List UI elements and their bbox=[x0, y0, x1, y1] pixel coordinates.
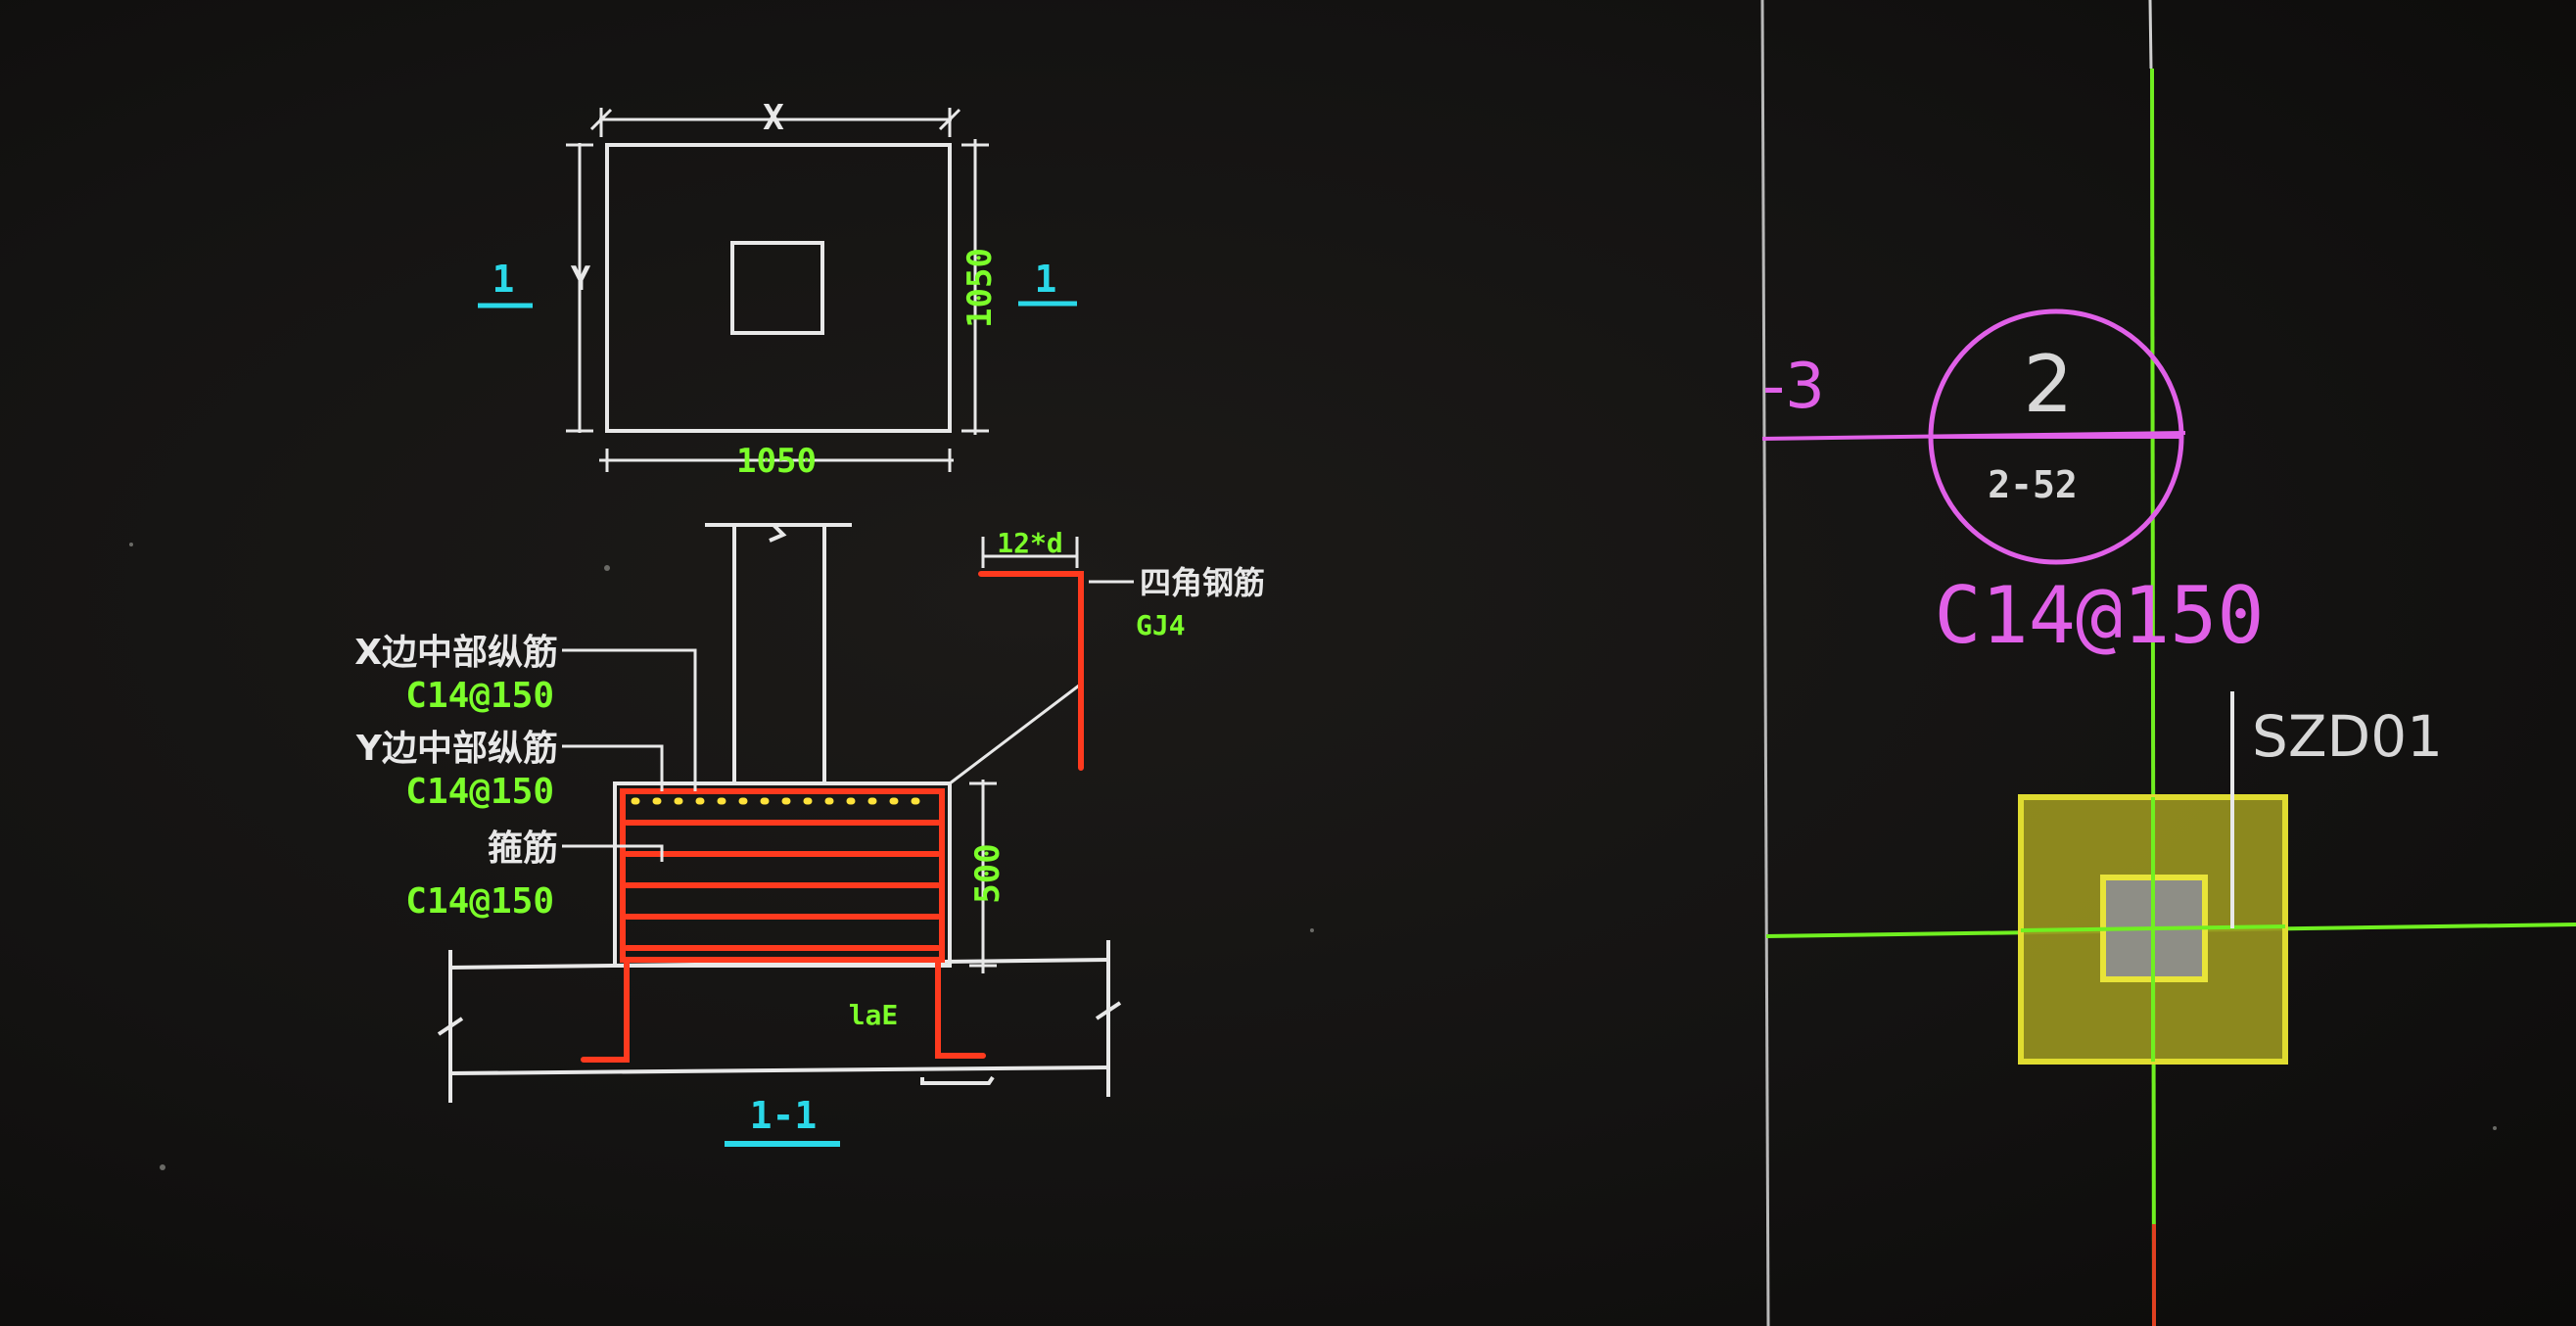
grid-line-vertical-top bbox=[2148, 0, 2153, 70]
rebar-spec-label: C14@150 bbox=[1934, 570, 2264, 661]
section-mark-left: 1 bbox=[492, 258, 515, 301]
x-side-rebar-spec: C14@150 bbox=[405, 676, 554, 716]
column-section bbox=[705, 523, 852, 783]
anchor-label: laE bbox=[849, 999, 899, 1031]
rebar-stirrups bbox=[581, 788, 986, 1063]
axis-label: -3 bbox=[1762, 351, 1825, 423]
dim-x-label: X bbox=[763, 98, 784, 138]
detail-number: 2 bbox=[2024, 339, 2074, 430]
footing-outline bbox=[605, 143, 952, 433]
dust-specks bbox=[129, 543, 2497, 1170]
section-title: 1-1 bbox=[750, 1094, 818, 1137]
corner-rebar-label: 四角钢筋 bbox=[1140, 564, 1265, 601]
pier-label: SZD01 bbox=[2252, 703, 2443, 770]
corner-rebar-hook bbox=[978, 571, 1084, 771]
viewport-divider bbox=[1760, 0, 1770, 1326]
dim-height-label: 1050 bbox=[960, 248, 1000, 328]
stirrup-label: 箍筋 bbox=[488, 829, 558, 869]
dim-height bbox=[961, 139, 989, 435]
height-dim bbox=[969, 780, 997, 973]
corner-rebar-code: GJ4 bbox=[1136, 609, 1186, 641]
hook-dim bbox=[981, 537, 1079, 568]
y-side-rebar-spec: C14@150 bbox=[405, 772, 554, 812]
y-side-rebar-label: Y边中部纵筋 bbox=[355, 729, 558, 769]
height-dim-label: 500 bbox=[968, 843, 1007, 903]
section-mark-right: 1 bbox=[1035, 258, 1057, 301]
stirrup-spec: C14@150 bbox=[405, 881, 554, 922]
dim-width bbox=[599, 449, 954, 472]
dim-y bbox=[566, 143, 593, 433]
pedestal-outline bbox=[613, 781, 952, 968]
section-view: 12*d 四角钢筋 GJ4 X边中部纵筋 C14@150 Y边中部纵筋 C14@… bbox=[354, 523, 1265, 1147]
dim-width-label: 1050 bbox=[736, 442, 817, 481]
grid-line-vertical bbox=[2150, 68, 2156, 1326]
plan-right: -3 2 2-52 C14@150 SZD01 bbox=[1760, 0, 2576, 1326]
leader-lines bbox=[562, 580, 1134, 862]
dim-x bbox=[589, 108, 961, 137]
detail-sheet: 2-52 bbox=[1988, 463, 2078, 506]
column-outline bbox=[730, 241, 824, 335]
dim-y-label: Y bbox=[571, 260, 591, 299]
base-slab bbox=[437, 940, 1122, 1103]
hook-dim-label: 12*d bbox=[997, 527, 1062, 559]
x-side-rebar-label: X边中部纵筋 bbox=[354, 633, 558, 673]
plan-view: X Y 1050 1050 1 1 bbox=[478, 98, 1077, 481]
